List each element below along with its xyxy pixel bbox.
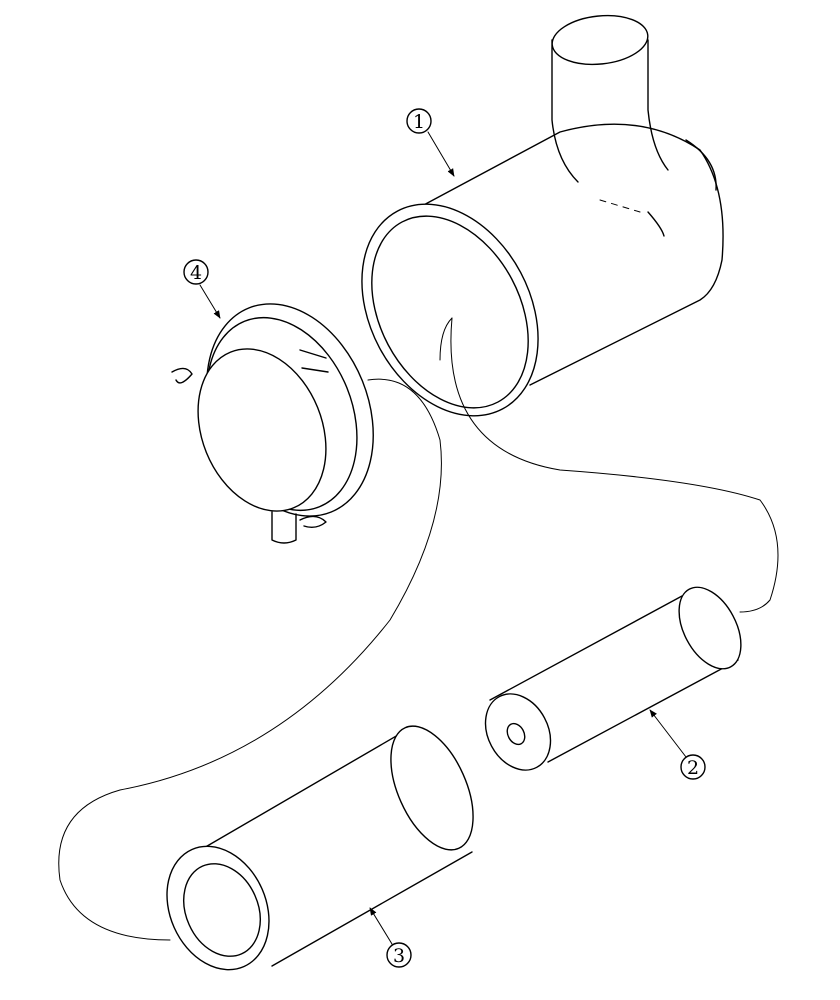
callout-1: 1 bbox=[406, 108, 455, 177]
callout-2-label: 2 bbox=[687, 757, 699, 779]
end-cover-with-clamps bbox=[171, 303, 374, 544]
air-cleaner-housing bbox=[361, 14, 724, 417]
primary-filter-element bbox=[166, 725, 474, 971]
callout-4: 4 bbox=[183, 259, 221, 319]
callout-4-label: 4 bbox=[190, 262, 202, 284]
callout-2: 2 bbox=[649, 709, 706, 780]
callout-3-label: 3 bbox=[393, 945, 405, 967]
callout-3: 3 bbox=[369, 907, 412, 968]
callout-1-label: 1 bbox=[413, 111, 425, 133]
inner-filter-element bbox=[484, 586, 742, 771]
assembly-path-lines bbox=[58, 317, 779, 941]
